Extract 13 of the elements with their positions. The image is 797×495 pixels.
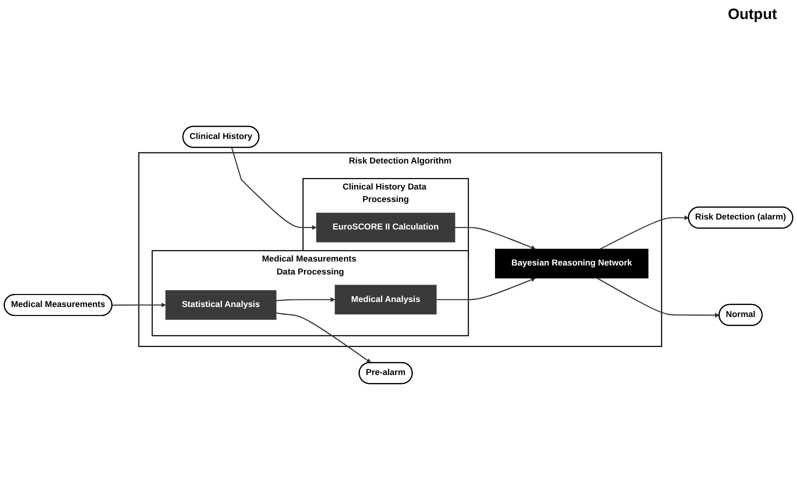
arrow: [454, 227, 536, 250]
arrow: [600, 215, 689, 250]
arrow: [276, 297, 336, 302]
arrow: [596, 278, 720, 318]
column-heading: Output: [728, 6, 777, 23]
arrow: [276, 312, 372, 364]
node-box: Bayesian Reasoning Network: [495, 248, 648, 278]
arrow: [231, 148, 317, 230]
node-box: Statistical Analysis: [165, 290, 276, 320]
arrow: [436, 278, 536, 300]
node-box: EuroSCORE II Calculation: [316, 212, 456, 242]
arrow: [112, 302, 166, 308]
node-box: Medical Analysis: [334, 284, 437, 314]
